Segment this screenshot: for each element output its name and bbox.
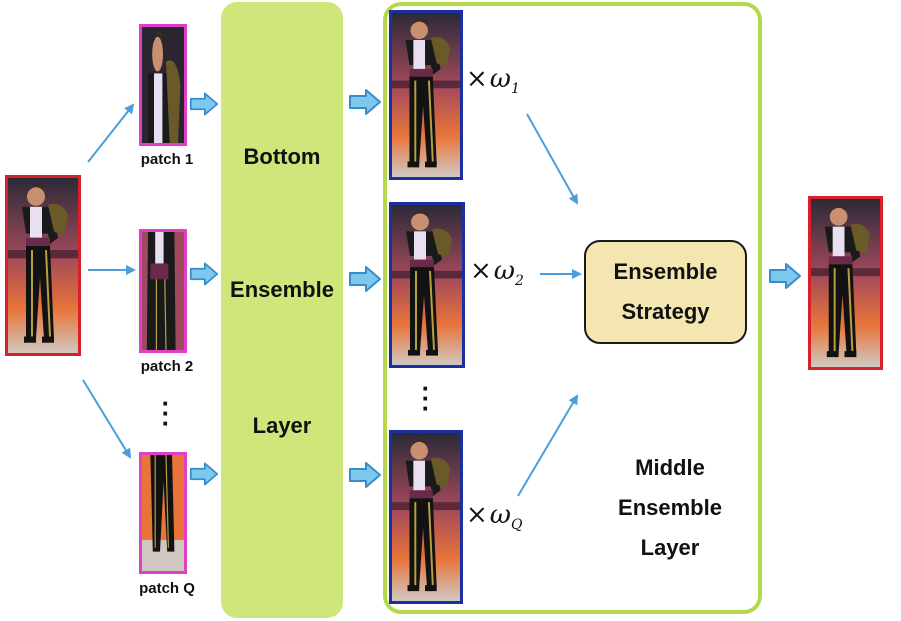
patch-q-image: [139, 452, 187, 574]
fat-arrow-patch-1: [189, 92, 219, 116]
patch-q-label: patch Q: [139, 580, 195, 597]
fat-arrow-output: [768, 262, 802, 290]
fat-arrow-patch-q: [189, 462, 219, 486]
weight-q: ×ωQ: [466, 500, 523, 534]
fat-arrow-weighted-q: [349, 462, 381, 488]
patch-ellipsis: ···: [161, 388, 171, 438]
patch-1-label: patch 1: [140, 151, 194, 168]
bottom-layer-label-3: Layer: [252, 413, 312, 438]
weighted-ellipsis: ···: [421, 373, 431, 423]
ensemble-strategy-box: Ensemble Strategy: [584, 240, 747, 344]
fat-arrow-patch-2: [189, 262, 219, 286]
fat-arrow-weighted-1: [349, 89, 381, 115]
bottom-ensemble-layer: [221, 2, 343, 618]
patch-2-label: patch 2: [140, 358, 194, 375]
weighted-image-2: [389, 202, 465, 368]
input-image: [5, 175, 81, 356]
middle-ensemble-layer: [383, 2, 762, 614]
strategy-label-1: Ensemble: [613, 259, 718, 284]
patch-1-image: [139, 24, 187, 146]
weight-1: ×ω1: [466, 64, 520, 98]
fat-arrow-weighted-2: [349, 266, 381, 292]
middle-layer-label-3: Layer: [640, 535, 700, 560]
thin-arrow-input-patch-q: [82, 379, 132, 459]
patch-2-image: [139, 229, 187, 353]
weight-2: ×ω2: [470, 256, 524, 290]
output-image: [808, 196, 883, 370]
middle-layer-label-1: Middle: [635, 455, 705, 480]
weighted-image-q: [389, 430, 463, 604]
strategy-label-2: Strategy: [621, 299, 710, 324]
bottom-layer-label-2: Ensemble: [230, 277, 334, 302]
weighted-image-1: [389, 10, 463, 180]
middle-layer-label-2: Ensemble: [618, 495, 722, 520]
bottom-layer-label-1: Bottom: [243, 144, 321, 169]
